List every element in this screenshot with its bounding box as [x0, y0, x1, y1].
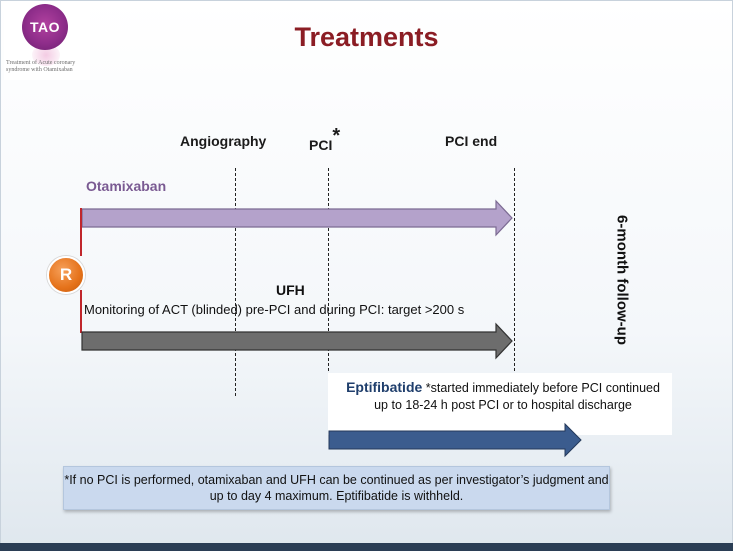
otamixaban-label: Otamixaban	[86, 178, 167, 194]
slide-title: Treatments	[294, 22, 439, 52]
pci-label: PCI*	[309, 125, 340, 156]
tao-logo: TAO Treatment of Acute coronary syndrome…	[4, 2, 90, 80]
eptifibatide-box: Eptifibatide *started immediately before…	[328, 373, 672, 435]
pci-line	[328, 168, 329, 396]
pci-asterisk: *	[332, 125, 341, 147]
angiography-line	[235, 168, 236, 396]
footnote-text: *If no PCI is performed, otamixaban and …	[64, 473, 609, 503]
pci-end-label: PCI end	[445, 133, 498, 149]
ufh-arrow	[81, 322, 513, 360]
angiography-label: Angiography	[180, 133, 267, 149]
logo-mark: TAO	[22, 4, 68, 50]
ufh-label: UFH	[276, 282, 305, 298]
pci-end-line	[514, 168, 515, 396]
pci-label-text: PCI	[309, 137, 333, 153]
eptifibatide-name: Eptifibatide	[346, 379, 423, 395]
randomization-line-bottom	[80, 290, 82, 333]
ufh-monitoring-text: Monitoring of ACT (blinded) pre-PCI and …	[84, 302, 465, 317]
follow-up-label: 6-month follow-up	[613, 215, 631, 345]
otamixaban-arrow	[81, 199, 513, 237]
logo-glow	[32, 44, 60, 66]
randomization-line-top	[80, 208, 82, 256]
eptifibatide-text: Eptifibatide *started immediately before…	[338, 379, 668, 414]
bottom-bar	[0, 543, 733, 551]
eptifibatide-arrow	[328, 422, 582, 458]
footnote-box: *If no PCI is performed, otamixaban and …	[63, 466, 610, 510]
randomization-badge: R	[47, 256, 85, 294]
logo-subtitle: Treatment of Acute coronary syndrome wit…	[6, 60, 76, 73]
eptifibatide-description: *started immediately before PCI continue…	[374, 381, 660, 412]
